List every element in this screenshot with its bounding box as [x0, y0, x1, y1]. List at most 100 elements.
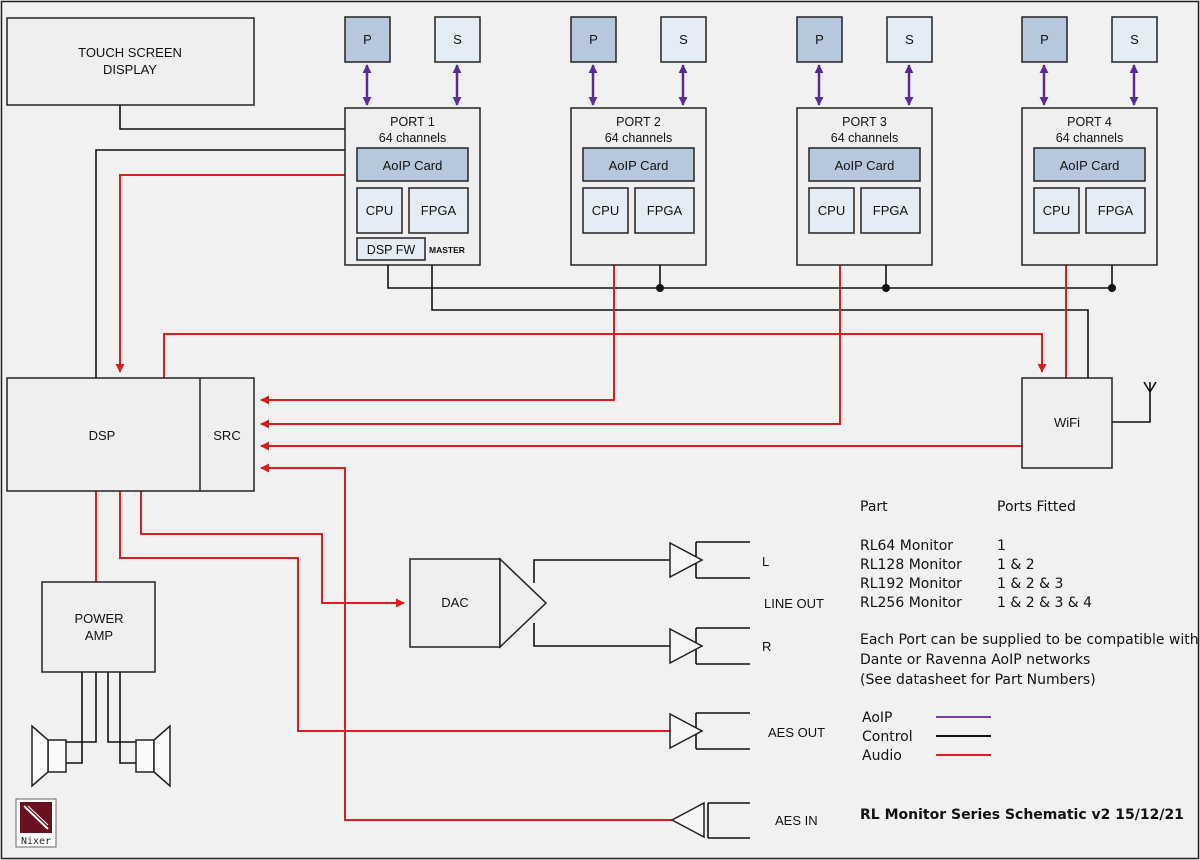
port-title: PORT 4: [1067, 115, 1112, 129]
port-box: [796, 107, 933, 266]
secondary-network-jack: [434, 16, 481, 63]
fpga-chip: [408, 187, 469, 234]
fpga-label: FPGA: [647, 203, 683, 218]
cpu-label: CPU: [1043, 203, 1070, 218]
primary-network-jack: [796, 16, 843, 63]
secondary-network-jack: [660, 16, 707, 63]
parts-header-ports: Ports Fitted: [997, 499, 1076, 515]
primary-network-label: P: [363, 32, 372, 47]
master-label: MASTER: [429, 245, 465, 255]
aoip-card-label: AoIP Card: [383, 158, 443, 173]
port-channels: 64 channels: [605, 131, 672, 145]
line-out-l-buffer-icon: [669, 541, 704, 579]
dsp-block: DSP SRC: [6, 377, 255, 492]
parts-table: Part Ports Fitted RL64 Monitor 1 RL128 M…: [860, 499, 1092, 611]
speaker-right-icon: [135, 724, 171, 788]
parts-row-ports: 1 & 2: [997, 557, 1035, 573]
cpu-chip: [356, 187, 403, 234]
parts-row-part: RL192 Monitor: [860, 576, 962, 592]
port-notes: Each Port can be supplied to be compatib…: [860, 632, 1199, 688]
aoip-card: [582, 147, 695, 182]
legend-label-audio: Audio: [862, 748, 902, 764]
legend-label-control: Control: [862, 729, 913, 745]
line-out-l-label: L: [762, 554, 769, 569]
aoip-card-label: AoIP Card: [1060, 158, 1120, 173]
output-buffers: [669, 541, 705, 839]
line-out-r-label: R: [762, 639, 771, 654]
aoip-card: [808, 147, 921, 182]
cpu-label: CPU: [592, 203, 619, 218]
port-channels: 64 channels: [379, 131, 446, 145]
fpga-chip: [860, 187, 921, 234]
note-line: (See datasheet for Part Numbers): [860, 672, 1096, 688]
dsp-firmware-label: DSP FW: [367, 243, 416, 257]
note-line: Dante or Ravenna AoIP networks: [860, 652, 1090, 668]
parts-row-part: RL256 Monitor: [860, 595, 962, 611]
cpu-chip: [808, 187, 855, 234]
aes-out-label: AES OUT: [768, 725, 825, 740]
fpga-label: FPGA: [421, 203, 457, 218]
parts-row-ports: 1 & 2 & 3 & 4: [997, 595, 1092, 611]
aoip-card: [1033, 147, 1146, 182]
control-junctions: [656, 284, 1116, 292]
wifi-label: WiFi: [1054, 415, 1080, 430]
primary-network-jack: [344, 16, 391, 63]
line-out-label: LINE OUT: [764, 596, 824, 611]
port-channels: 64 channels: [1056, 131, 1123, 145]
fpga-label: FPGA: [1098, 203, 1134, 218]
legend-label-aoip: AoIP: [862, 710, 892, 726]
schematic-title: RL Monitor Series Schematic v2 15/12/21: [860, 807, 1184, 823]
secondary-network-jack: [1111, 16, 1158, 63]
parts-row-part: RL128 Monitor: [860, 557, 962, 573]
primary-network-label: P: [1040, 32, 1049, 47]
aoip-card-label: AoIP Card: [609, 158, 669, 173]
primary-network-jack: [570, 16, 617, 63]
port-title: PORT 2: [616, 115, 661, 129]
power-amp-label-2: AMP: [85, 628, 113, 643]
power-amp-label-1: POWER: [74, 611, 123, 626]
fpga-chip: [1085, 187, 1146, 234]
line-out-r-buffer-icon: [669, 627, 704, 665]
dac-label: DAC: [441, 595, 468, 610]
port-title: PORT 3: [842, 115, 887, 129]
secondary-network-label: S: [1130, 32, 1139, 47]
port-title: PORT 1: [390, 115, 435, 129]
src-label: SRC: [213, 428, 240, 443]
parts-row-ports: 1: [997, 538, 1006, 554]
control-lines: [66, 105, 1157, 839]
port-box: [1021, 107, 1158, 266]
fpga-label: FPGA: [873, 203, 909, 218]
secondary-network-label: S: [905, 32, 914, 47]
wifi-block: WiFi: [1021, 377, 1113, 469]
parts-header-part: Part: [860, 499, 888, 515]
dac-block: DAC: [409, 557, 548, 649]
power-amp-block: POWER AMP: [41, 581, 156, 673]
speaker-left-icon: [31, 724, 67, 788]
note-line: Each Port can be supplied to be compatib…: [860, 632, 1199, 648]
cpu-chip: [582, 187, 629, 234]
parts-row-ports: 1 & 2 & 3: [997, 576, 1063, 592]
dsp-label: DSP: [89, 428, 116, 443]
cpu-label: CPU: [818, 203, 845, 218]
fpga-chip: [634, 187, 695, 234]
primary-network-label: P: [589, 32, 598, 47]
touch-screen-label-2: DISPLAY: [103, 62, 157, 77]
parts-row-part: RL64 Monitor: [860, 538, 953, 554]
secondary-network-label: S: [453, 32, 462, 47]
audio-lines: [95, 174, 1067, 821]
touch-screen-label-1: TOUCH SCREEN: [78, 45, 182, 60]
aes-out-buffer-icon: [669, 712, 704, 750]
dsp-firmware-chip: [356, 237, 426, 261]
primary-network-jack: [1021, 16, 1068, 63]
port-box: [570, 107, 707, 266]
touch-screen-display: TOUCH SCREEN DISPLAY: [6, 17, 255, 106]
aes-in-buffer-icon: [670, 801, 705, 839]
nixer-logo: Nixer: [15, 798, 57, 848]
aes-in-label: AES IN: [775, 813, 818, 828]
legend: AoIP Control Audio: [862, 710, 991, 764]
secondary-network-jack: [886, 16, 933, 63]
